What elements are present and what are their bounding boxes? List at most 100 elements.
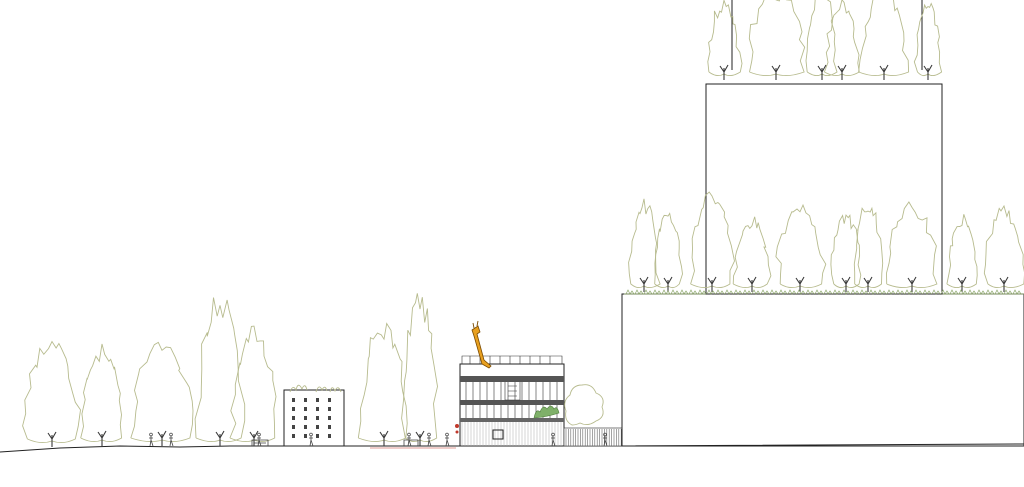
tree-group-terrace: [628, 191, 1024, 292]
apartment-window: [316, 425, 319, 429]
pavilion-building: [455, 355, 565, 447]
tree-left-1-crown: [22, 340, 81, 444]
tree-terrace-3-trunk: [707, 276, 717, 292]
grass-tuft: [841, 289, 851, 295]
person-head-3: [257, 432, 261, 437]
apartment-windows: [292, 398, 331, 438]
grass-tuft: [733, 289, 743, 295]
tree-terrace-4-crown: [732, 216, 772, 289]
terrace-planting: [533, 405, 560, 419]
grass-tuft: [904, 289, 914, 295]
tree-center-1-trunk: [379, 430, 389, 446]
grass-tuft: [769, 289, 779, 295]
apartment-window: [316, 434, 319, 438]
ground-line: [0, 443, 1024, 453]
grass-tuft: [814, 289, 824, 295]
tree-left-3-trunk: [157, 430, 167, 446]
tree-group-roof-top: [707, 0, 943, 80]
fence-panel: [563, 427, 623, 447]
bench: [251, 439, 269, 446]
grass-tuft: [778, 289, 788, 295]
large-building-upper-block: [705, 83, 943, 295]
people-figures: [149, 432, 608, 449]
tree-group-left: [22, 297, 277, 447]
tree-center-2-crown: [401, 293, 438, 443]
person-figure-4: [309, 436, 314, 447]
grass-tuft: [742, 289, 752, 295]
tree-left-1-trunk: [47, 431, 57, 447]
fence: [563, 427, 623, 447]
roof-railing: [461, 355, 563, 364]
pavilion-mullions: [465, 382, 558, 418]
tree-center-2-trunk: [415, 430, 425, 446]
tree-roof-5-crown: [858, 0, 910, 77]
pavilion-cladding: [461, 422, 562, 446]
tree-roof-2-crown: [748, 0, 806, 77]
grass-tuft: [805, 289, 815, 295]
tree-terrace-3-crown: [690, 191, 735, 289]
grass-tuft: [724, 289, 734, 295]
person-head-4: [309, 432, 313, 437]
tree-terrace-1-trunk: [639, 276, 649, 292]
grass-tuft: [706, 289, 716, 295]
apartment-window: [304, 407, 307, 411]
grass-tuft: [688, 289, 698, 295]
tree-roof-1-trunk: [719, 64, 729, 80]
tree-roof-4-trunk: [837, 64, 847, 80]
tree-group-center: [357, 293, 438, 446]
person-head-2: [169, 432, 173, 437]
apartment-window: [316, 416, 319, 420]
grass-tuft: [976, 289, 986, 295]
grass-tuft: [697, 289, 707, 295]
person-head-8: [551, 432, 555, 437]
grass-tuft: [985, 289, 995, 295]
tree-roof-3-trunk: [817, 64, 827, 80]
giraffe-sculpture: [471, 320, 492, 369]
grass-tuft: [832, 289, 842, 295]
grass-tuft: [967, 289, 977, 295]
tree-terrace-2-crown: [654, 212, 683, 289]
tree-terrace-1-crown: [628, 198, 661, 289]
apartment-window: [292, 416, 295, 420]
person-head-6: [427, 432, 431, 437]
grass-tuft: [823, 289, 833, 295]
tree-center-1-crown: [357, 322, 408, 443]
grass-tuft: [661, 289, 671, 295]
grass-tuft: [751, 289, 761, 295]
grass-tuft: [859, 289, 869, 295]
person-figure-8: [551, 436, 556, 447]
large-building-lower-block: [621, 293, 1024, 447]
apartment-window: [328, 425, 331, 429]
person-figure-9: [603, 436, 608, 447]
tree-roof-5-trunk: [879, 64, 889, 80]
apartment-rooftop-plants: [289, 384, 342, 393]
floor-band-upper: [460, 376, 564, 382]
apartment-window: [328, 398, 331, 402]
tree-terrace-9-crown: [946, 214, 978, 289]
grass-tuft: [760, 289, 770, 295]
tree-roof-6-trunk: [923, 64, 933, 80]
pavilion-door: [492, 429, 504, 440]
tree-terrace-6-crown: [830, 214, 862, 289]
sign-dot-red: [455, 424, 459, 428]
grass-tuft: [940, 289, 950, 295]
apartment-window: [304, 425, 307, 429]
grass-tuft: [868, 289, 878, 295]
apartment-window: [304, 398, 307, 402]
person-head-1: [149, 432, 153, 437]
tree-right-of-pavilion: [564, 384, 604, 426]
grass-tuft: [877, 289, 887, 295]
tree-terrace-9-trunk: [957, 276, 967, 292]
tree-terrace-5-trunk: [795, 276, 805, 292]
grass-tuft: [895, 289, 905, 295]
grass-tuft: [958, 289, 968, 295]
apartment-building: [283, 384, 345, 447]
kiosk: [403, 439, 419, 446]
grass-tuft: [643, 289, 653, 295]
apartment-window: [316, 407, 319, 411]
person-head-9: [603, 432, 607, 437]
tower-edges-top: [731, 0, 923, 70]
person-head-7: [445, 432, 449, 437]
tree-terrace-10-trunk: [999, 276, 1009, 292]
